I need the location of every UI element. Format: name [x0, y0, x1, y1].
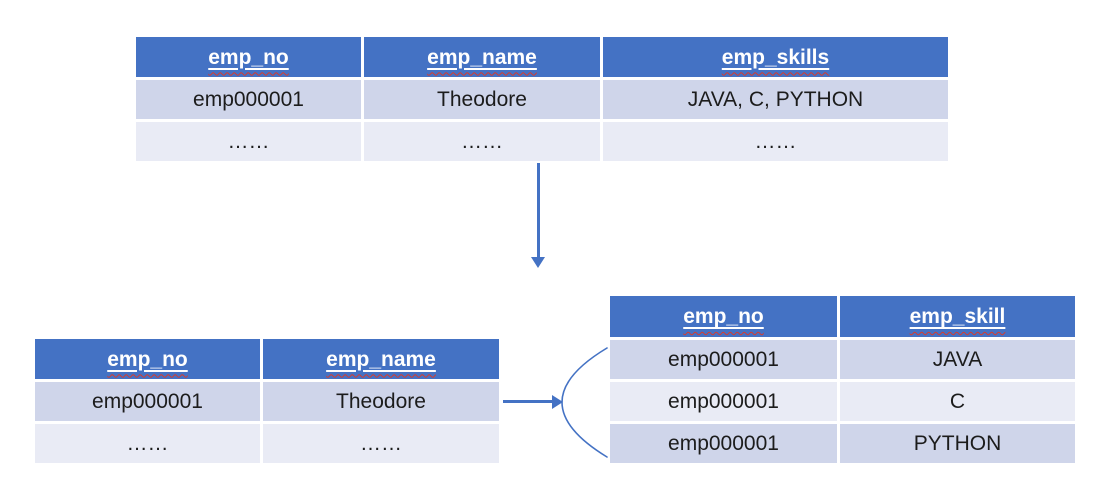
table-cell: …… [364, 122, 600, 161]
right-arrow-icon [552, 395, 563, 409]
table-cell: Theodore [364, 80, 600, 119]
table-cell: …… [603, 122, 948, 161]
column-header-emp-name: emp_name [263, 339, 499, 379]
header-underline: emp_skills [722, 47, 829, 68]
down-arrow-line [537, 163, 540, 258]
table-cell: …… [136, 122, 361, 161]
header-label: emp_no [107, 347, 188, 371]
right-arrow-line [503, 400, 553, 403]
table-cell: emp000001 [610, 424, 837, 463]
original-employee-table: emp_no emp_name emp_skills emp000001 The… [136, 37, 948, 161]
employee-table: emp_no emp_name emp000001 Theodore …… …… [35, 339, 499, 463]
header-underline: emp_no [683, 306, 764, 327]
header-underline: emp_no [107, 349, 188, 370]
column-header-emp-no: emp_no [136, 37, 361, 77]
header-label: emp_name [427, 45, 537, 69]
header-label: emp_no [683, 305, 764, 328]
table-cell: JAVA [840, 340, 1075, 379]
header-label: emp_skill [909, 305, 1006, 328]
header-label: emp_no [208, 45, 289, 69]
split-arc-icon [561, 347, 608, 458]
header-underline: emp_skill [910, 306, 1006, 327]
table-cell: PYTHON [840, 424, 1075, 463]
column-header-emp-skills: emp_skills [603, 37, 948, 77]
column-header-emp-skill: emp_skill [840, 296, 1075, 337]
column-header-emp-no: emp_no [35, 339, 260, 379]
table-cell: JAVA, C, PYTHON [603, 80, 948, 119]
header-label: emp_skills [721, 45, 830, 69]
table-cell: …… [35, 424, 260, 463]
table-cell: C [840, 382, 1075, 421]
column-header-emp-no: emp_no [610, 296, 837, 337]
table-cell: emp000001 [136, 80, 361, 119]
column-header-emp-name: emp_name [364, 37, 600, 77]
skills-table: emp_no emp_skill emp000001 JAVA emp00000… [610, 296, 1075, 463]
table-cell: …… [263, 424, 499, 463]
header-label: emp_name [326, 347, 436, 371]
table-cell: emp000001 [35, 382, 260, 421]
table-cell: emp000001 [610, 340, 837, 379]
header-underline: emp_name [427, 47, 537, 68]
table-cell: emp000001 [610, 382, 837, 421]
header-underline: emp_no [208, 47, 289, 68]
down-arrow-icon [531, 257, 545, 268]
table-cell: Theodore [263, 382, 499, 421]
header-underline: emp_name [326, 349, 436, 370]
